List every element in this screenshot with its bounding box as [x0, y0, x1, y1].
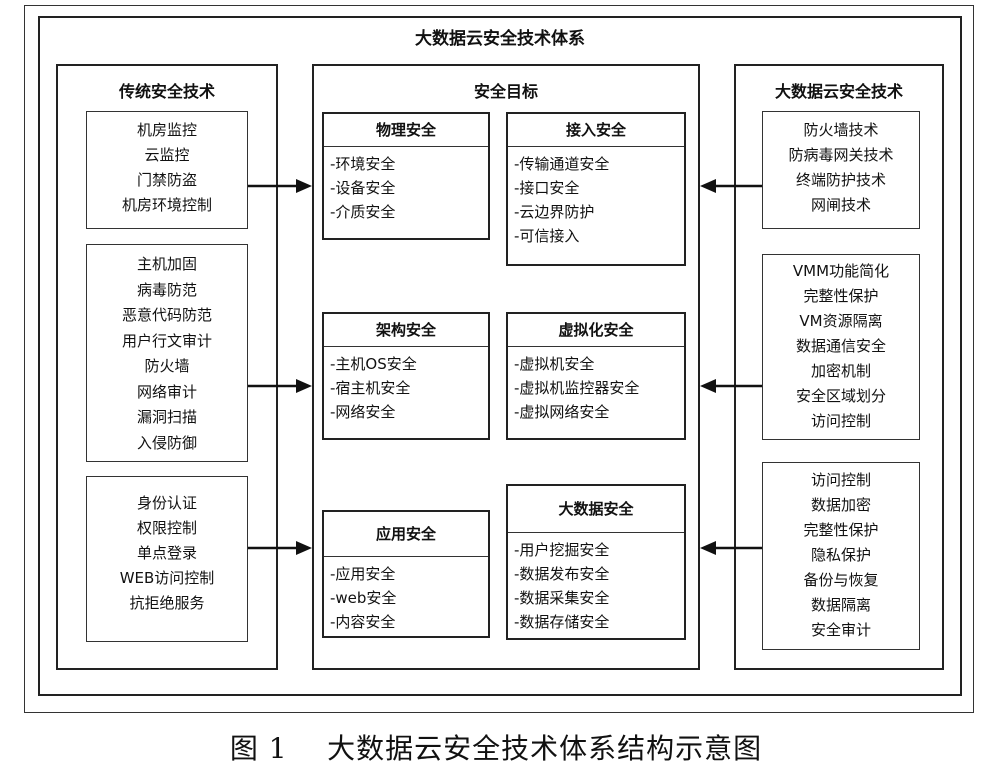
goal-item: -数据存储安全 — [514, 613, 610, 631]
list-item: 完整性保护 — [803, 287, 879, 305]
list-item: 完整性保护 — [803, 521, 879, 539]
list-item: 访问控制 — [810, 471, 871, 489]
list-item: WEB访问控制 — [119, 569, 215, 587]
goal-item: -环境安全 — [330, 155, 396, 173]
list-item: 身份认证 — [136, 494, 197, 512]
right-column: 大数据云安全技术 — [734, 64, 944, 670]
list-item: 单点登录 — [136, 544, 197, 562]
goal-item: -可信接入 — [514, 227, 580, 245]
goal-item: -数据采集安全 — [514, 589, 610, 607]
list-item: 安全审计 — [810, 621, 871, 639]
list-item: 加密机制 — [810, 362, 871, 380]
list-item: 权限控制 — [136, 519, 197, 537]
goal-item: -web安全 — [330, 589, 397, 607]
goal-item: -内容安全 — [330, 613, 396, 631]
goal-title: 架构安全 — [324, 314, 488, 347]
goal-item: -传输通道安全 — [514, 155, 610, 173]
goal-box-architecture: 架构安全 -主机OS安全 -宿主机安全 -网络安全 — [322, 312, 490, 440]
arrow-left-icon — [700, 179, 762, 193]
list-item: 病毒防范 — [136, 280, 197, 299]
arrow-left-icon — [700, 541, 762, 555]
goal-item: -宿主机安全 — [330, 379, 411, 397]
list-item: 用户行文审计 — [121, 331, 212, 350]
arrow-right-icon — [248, 379, 312, 393]
goal-item: -用户挖掘安全 — [514, 541, 610, 559]
goal-box-virtualization: 虚拟化安全 -虚拟机安全 -虚拟机监控器安全 -虚拟网络安全 — [506, 312, 686, 440]
goal-item: -虚拟机安全 — [514, 355, 595, 373]
diagram-title: 大数据云安全技术体系 — [415, 29, 585, 49]
goal-item: -网络安全 — [330, 403, 396, 421]
right-group-2: VMM功能简化 完整性保护 VM资源隔离 数据通信安全 加密机制 安全区域划分 … — [762, 254, 920, 440]
system-box — [38, 16, 962, 696]
goal-item: -设备安全 — [330, 179, 396, 197]
arrow-right-icon — [248, 541, 312, 555]
right-column-title: 大数据云安全技术 — [774, 82, 903, 101]
goal-item: -主机OS安全 — [330, 355, 417, 373]
goal-item: -数据发布安全 — [514, 565, 610, 583]
list-item: 数据隔离 — [810, 596, 871, 614]
goal-box-application: 应用安全 -应用安全 -web安全 -内容安全 — [322, 510, 490, 638]
goal-item: -虚拟机监控器安全 — [514, 379, 640, 397]
list-item: VMM功能简化 — [792, 262, 890, 280]
list-item: 备份与恢复 — [803, 571, 879, 589]
goal-title: 应用安全 — [324, 512, 488, 557]
list-item: 门禁防盗 — [136, 171, 197, 189]
arrow-left-icon — [700, 379, 762, 393]
list-item: 防火墙技术 — [803, 121, 879, 139]
goal-title: 物理安全 — [324, 114, 488, 147]
center-column: 安全目标 — [312, 64, 700, 670]
list-item: 数据加密 — [810, 496, 871, 514]
goal-item: -云边界防护 — [514, 203, 595, 221]
figure-caption: 图 1 大数据云安全技术体系结构示意图 — [229, 732, 763, 765]
goal-item: -介质安全 — [330, 203, 396, 221]
list-item: 机房监控 — [136, 121, 197, 139]
goal-item: -接口安全 — [514, 179, 580, 197]
list-item: 数据通信安全 — [795, 337, 886, 355]
list-item: 安全区域划分 — [795, 387, 886, 405]
goal-title: 接入安全 — [508, 114, 684, 147]
center-column-title: 安全目标 — [473, 82, 538, 101]
list-item: 抗拒绝服务 — [129, 594, 205, 612]
goal-item: -应用安全 — [330, 565, 396, 583]
goal-box-physical: 物理安全 -环境安全 -设备安全 -介质安全 — [322, 112, 490, 240]
list-item: 恶意代码防范 — [121, 306, 212, 324]
list-item: 主机加固 — [136, 255, 197, 273]
list-item: 网闸技术 — [810, 196, 871, 214]
list-item: 云监控 — [144, 146, 190, 164]
left-column: 传统安全技术 — [56, 64, 278, 670]
goal-item: -虚拟网络安全 — [514, 403, 610, 421]
list-item: 漏洞扫描 — [136, 408, 197, 426]
right-group-3: 访问控制 数据加密 完整性保护 隐私保护 备份与恢复 数据隔离 安全审计 — [762, 462, 920, 650]
list-item: VM资源隔离 — [799, 312, 883, 330]
left-column-title: 传统安全技术 — [118, 82, 215, 101]
list-item: 网络审计 — [136, 382, 197, 401]
left-group-2: 主机加固 病毒防范 恶意代码防范 用户行文审计 防火墙 网络审计 漏洞扫描 入侵… — [86, 244, 248, 462]
list-item: 入侵防御 — [136, 433, 197, 452]
list-item: 防火墙 — [144, 357, 190, 375]
list-item: 终端防护技术 — [795, 171, 886, 189]
arrow-right-icon — [248, 179, 312, 193]
left-group-3: 身份认证 权限控制 单点登录 WEB访问控制 抗拒绝服务 — [86, 476, 248, 642]
goal-title: 虚拟化安全 — [508, 314, 684, 347]
figure-frame — [24, 5, 974, 713]
goal-box-access: 接入安全 -传输通道安全 -接口安全 -云边界防护 -可信接入 — [506, 112, 686, 266]
list-item: 机房环境控制 — [121, 196, 212, 214]
list-item: 访问控制 — [810, 412, 871, 430]
list-item: 防病毒网关技术 — [788, 146, 894, 164]
left-group-1: 机房监控 云监控 门禁防盗 机房环境控制 — [86, 111, 248, 229]
goal-box-bigdata: 大数据安全 -用户挖掘安全 -数据发布安全 -数据采集安全 -数据存储安全 — [506, 484, 686, 640]
goal-title: 大数据安全 — [508, 486, 684, 533]
list-item: 隐私保护 — [810, 546, 871, 564]
right-group-1: 防火墙技术 防病毒网关技术 终端防护技术 网闸技术 — [762, 111, 920, 229]
